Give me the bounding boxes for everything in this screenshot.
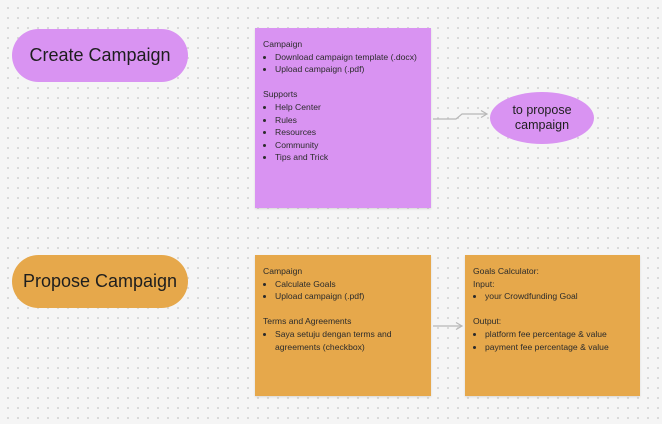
terms-list: Saya setuju dengan terms and agreements …	[263, 328, 423, 353]
input-heading: Input:	[473, 278, 495, 289]
list-item: Download campaign template (.docx)	[275, 51, 423, 64]
connector-campaign-to-ellipse	[433, 109, 489, 120]
list-item: Tips and Trick	[275, 151, 423, 164]
list-item: your Crowdfunding Goal	[485, 290, 632, 303]
list-item: Community	[275, 139, 423, 152]
input-list: your Crowdfunding Goal	[473, 290, 632, 303]
campaign-list: Download campaign template (.docx) Uploa…	[263, 51, 423, 76]
list-item: Calculate Goals	[275, 278, 423, 291]
create-campaign-pill: Create Campaign	[12, 29, 188, 82]
to-propose-campaign-ellipse: to propose campaign	[490, 92, 594, 144]
campaign-sticky-note: Campaign Download campaign template (.do…	[255, 28, 431, 208]
list-item: Help Center	[275, 101, 423, 114]
list-item: Rules	[275, 114, 423, 127]
list-item: Upload campaign (.pdf)	[275, 63, 423, 76]
propose-campaign-pill: Propose Campaign	[12, 255, 188, 308]
ellipse-line: campaign	[514, 118, 570, 132]
ellipse-line: to propose	[512, 103, 572, 117]
supports-heading: Supports	[263, 89, 298, 100]
campaign-heading: Campaign	[263, 39, 303, 49]
output-list: platform fee percentage & value payment …	[473, 328, 632, 353]
supports-list: Help Center Rules Resources Community Ti…	[263, 101, 423, 164]
list-item: platform fee percentage & value	[485, 328, 632, 341]
goals-title: Goals Calculator:	[473, 266, 539, 276]
arrowhead-icon	[480, 109, 489, 119]
list-item: payment fee percentage & value	[485, 341, 632, 354]
terms-heading: Terms and Agreements	[263, 316, 352, 327]
arrowhead-icon	[455, 321, 464, 331]
campaign-heading: Campaign	[263, 266, 303, 276]
output-heading: Output:	[473, 316, 502, 327]
campaign-list: Calculate Goals Upload campaign (.pdf)	[263, 278, 423, 303]
list-item: Saya setuju dengan terms and agreements …	[275, 328, 423, 353]
propose-sticky-note: Campaign Calculate Goals Upload campaign…	[255, 255, 431, 396]
list-item: Resources	[275, 126, 423, 139]
connector-propose-to-goals	[433, 321, 464, 331]
list-item: Upload campaign (.pdf)	[275, 290, 423, 303]
connector-line	[433, 113, 486, 120]
goals-calculator-sticky-note: Goals Calculator: Input: your Crowdfundi…	[465, 255, 640, 396]
